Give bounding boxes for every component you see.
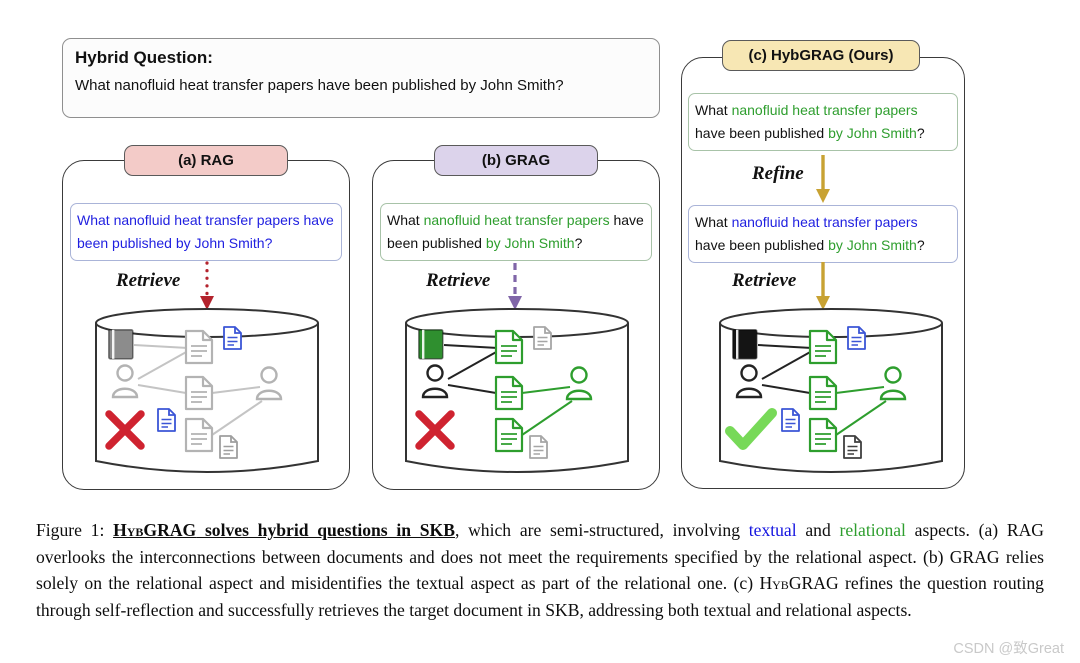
question-box-rag: What nanofluid heat transfer papers have…	[70, 203, 342, 261]
csdn-watermark: CSDN @致Great	[953, 641, 1064, 657]
question-segment: by John Smith	[485, 235, 575, 251]
retrieve-label-grag: Retrieve	[426, 270, 491, 291]
skb-database-grag	[405, 308, 629, 473]
hybrid-question-title: Hybrid Question:	[75, 48, 213, 67]
figure-caption: Figure 1: HybGRAG solves hybrid question…	[36, 517, 1044, 623]
skb-database-hybgrag	[719, 308, 943, 473]
question-segment: ?	[916, 125, 925, 141]
hybrid-question-box: Hybrid Question: What nanofluid heat tra…	[62, 38, 660, 118]
graph-edges	[133, 344, 263, 436]
question-segment: have been published	[387, 212, 644, 251]
small-document-icon	[781, 408, 800, 432]
small-document-icon	[533, 326, 552, 350]
retrieve-label-hybgrag: Retrieve	[732, 270, 797, 291]
book-icon	[731, 328, 758, 360]
badge-hybgrag: (c) HybGRAG (Ours)	[722, 40, 920, 71]
document-icon	[494, 417, 524, 453]
caption-segment: textual	[748, 520, 797, 540]
document-icon	[184, 417, 214, 453]
caption-segment: and	[796, 520, 840, 540]
check-icon	[725, 408, 777, 450]
question-segment: What	[695, 214, 732, 230]
caption-segment: HybGRAG	[759, 573, 839, 593]
question-box-hybgrag-refined: What nanofluid heat transfer papers have…	[688, 205, 958, 263]
question-segment: ?	[916, 237, 925, 253]
question-segment: nanofluid heat transfer papers	[731, 214, 918, 230]
question-segment: ?	[574, 235, 583, 251]
question-segment: nanofluid heat transfer papers	[423, 212, 610, 228]
cross-icon	[105, 410, 145, 450]
retrieve-arrow-hybgrag	[816, 262, 830, 310]
question-segment: What	[695, 102, 732, 118]
small-document-icon	[157, 408, 176, 432]
retrieve-arrow-grag	[508, 263, 522, 310]
small-document-icon	[529, 435, 548, 459]
small-document-icon	[847, 326, 866, 350]
caption-segment: Figure 1:	[36, 520, 114, 540]
document-icon	[808, 417, 838, 453]
document-icon	[184, 329, 214, 365]
graph-edges	[443, 344, 573, 436]
caption-segment: solves hybrid questions in SKB	[196, 520, 455, 540]
document-icon	[184, 375, 214, 411]
skb-database-rag	[95, 308, 319, 473]
badge-rag: (a) RAG	[124, 145, 288, 176]
document-icon	[808, 375, 838, 411]
caption-segment: refines the question routing through sel…	[36, 573, 1044, 620]
refine-arrow-hybgrag	[816, 155, 830, 203]
document-icon	[808, 329, 838, 365]
small-document-icon	[219, 435, 238, 459]
small-document-icon	[223, 326, 242, 350]
retrieve-arrow-rag	[200, 261, 214, 310]
document-icon	[494, 375, 524, 411]
refine-label-hybgrag: Refine	[752, 163, 804, 184]
document-icon	[494, 329, 524, 365]
retrieve-label-rag: Retrieve	[116, 270, 181, 291]
book-icon	[108, 328, 134, 360]
cross-icon	[415, 410, 455, 450]
book-icon	[417, 328, 444, 360]
caption-segment: HybGRAG	[113, 520, 197, 540]
question-segment: What	[387, 212, 424, 228]
small-document-icon	[843, 435, 862, 459]
question-text: What nanofluid heat transfer papers have…	[77, 212, 334, 251]
question-box-grag: What nanofluid heat transfer papers have…	[380, 203, 652, 261]
graph-edges	[757, 344, 887, 436]
question-segment: have been published	[695, 237, 829, 253]
caption-segment: , which are semi-structured, involving	[454, 520, 749, 540]
caption-segment: aspects. (a) RAG overlooks the interconn…	[36, 520, 1044, 593]
question-segment: by John Smith	[828, 125, 917, 141]
question-box-hybgrag-initial: What nanofluid heat transfer papers have…	[688, 93, 958, 151]
caption-segment: relational	[839, 520, 906, 540]
question-segment: nanofluid heat transfer papers	[731, 102, 918, 118]
question-segment: by John Smith	[828, 237, 917, 253]
hybrid-question-text: What nanofluid heat transfer papers have…	[75, 77, 564, 94]
badge-grag: (b) GRAG	[434, 145, 598, 176]
question-segment: have been published	[695, 125, 829, 141]
